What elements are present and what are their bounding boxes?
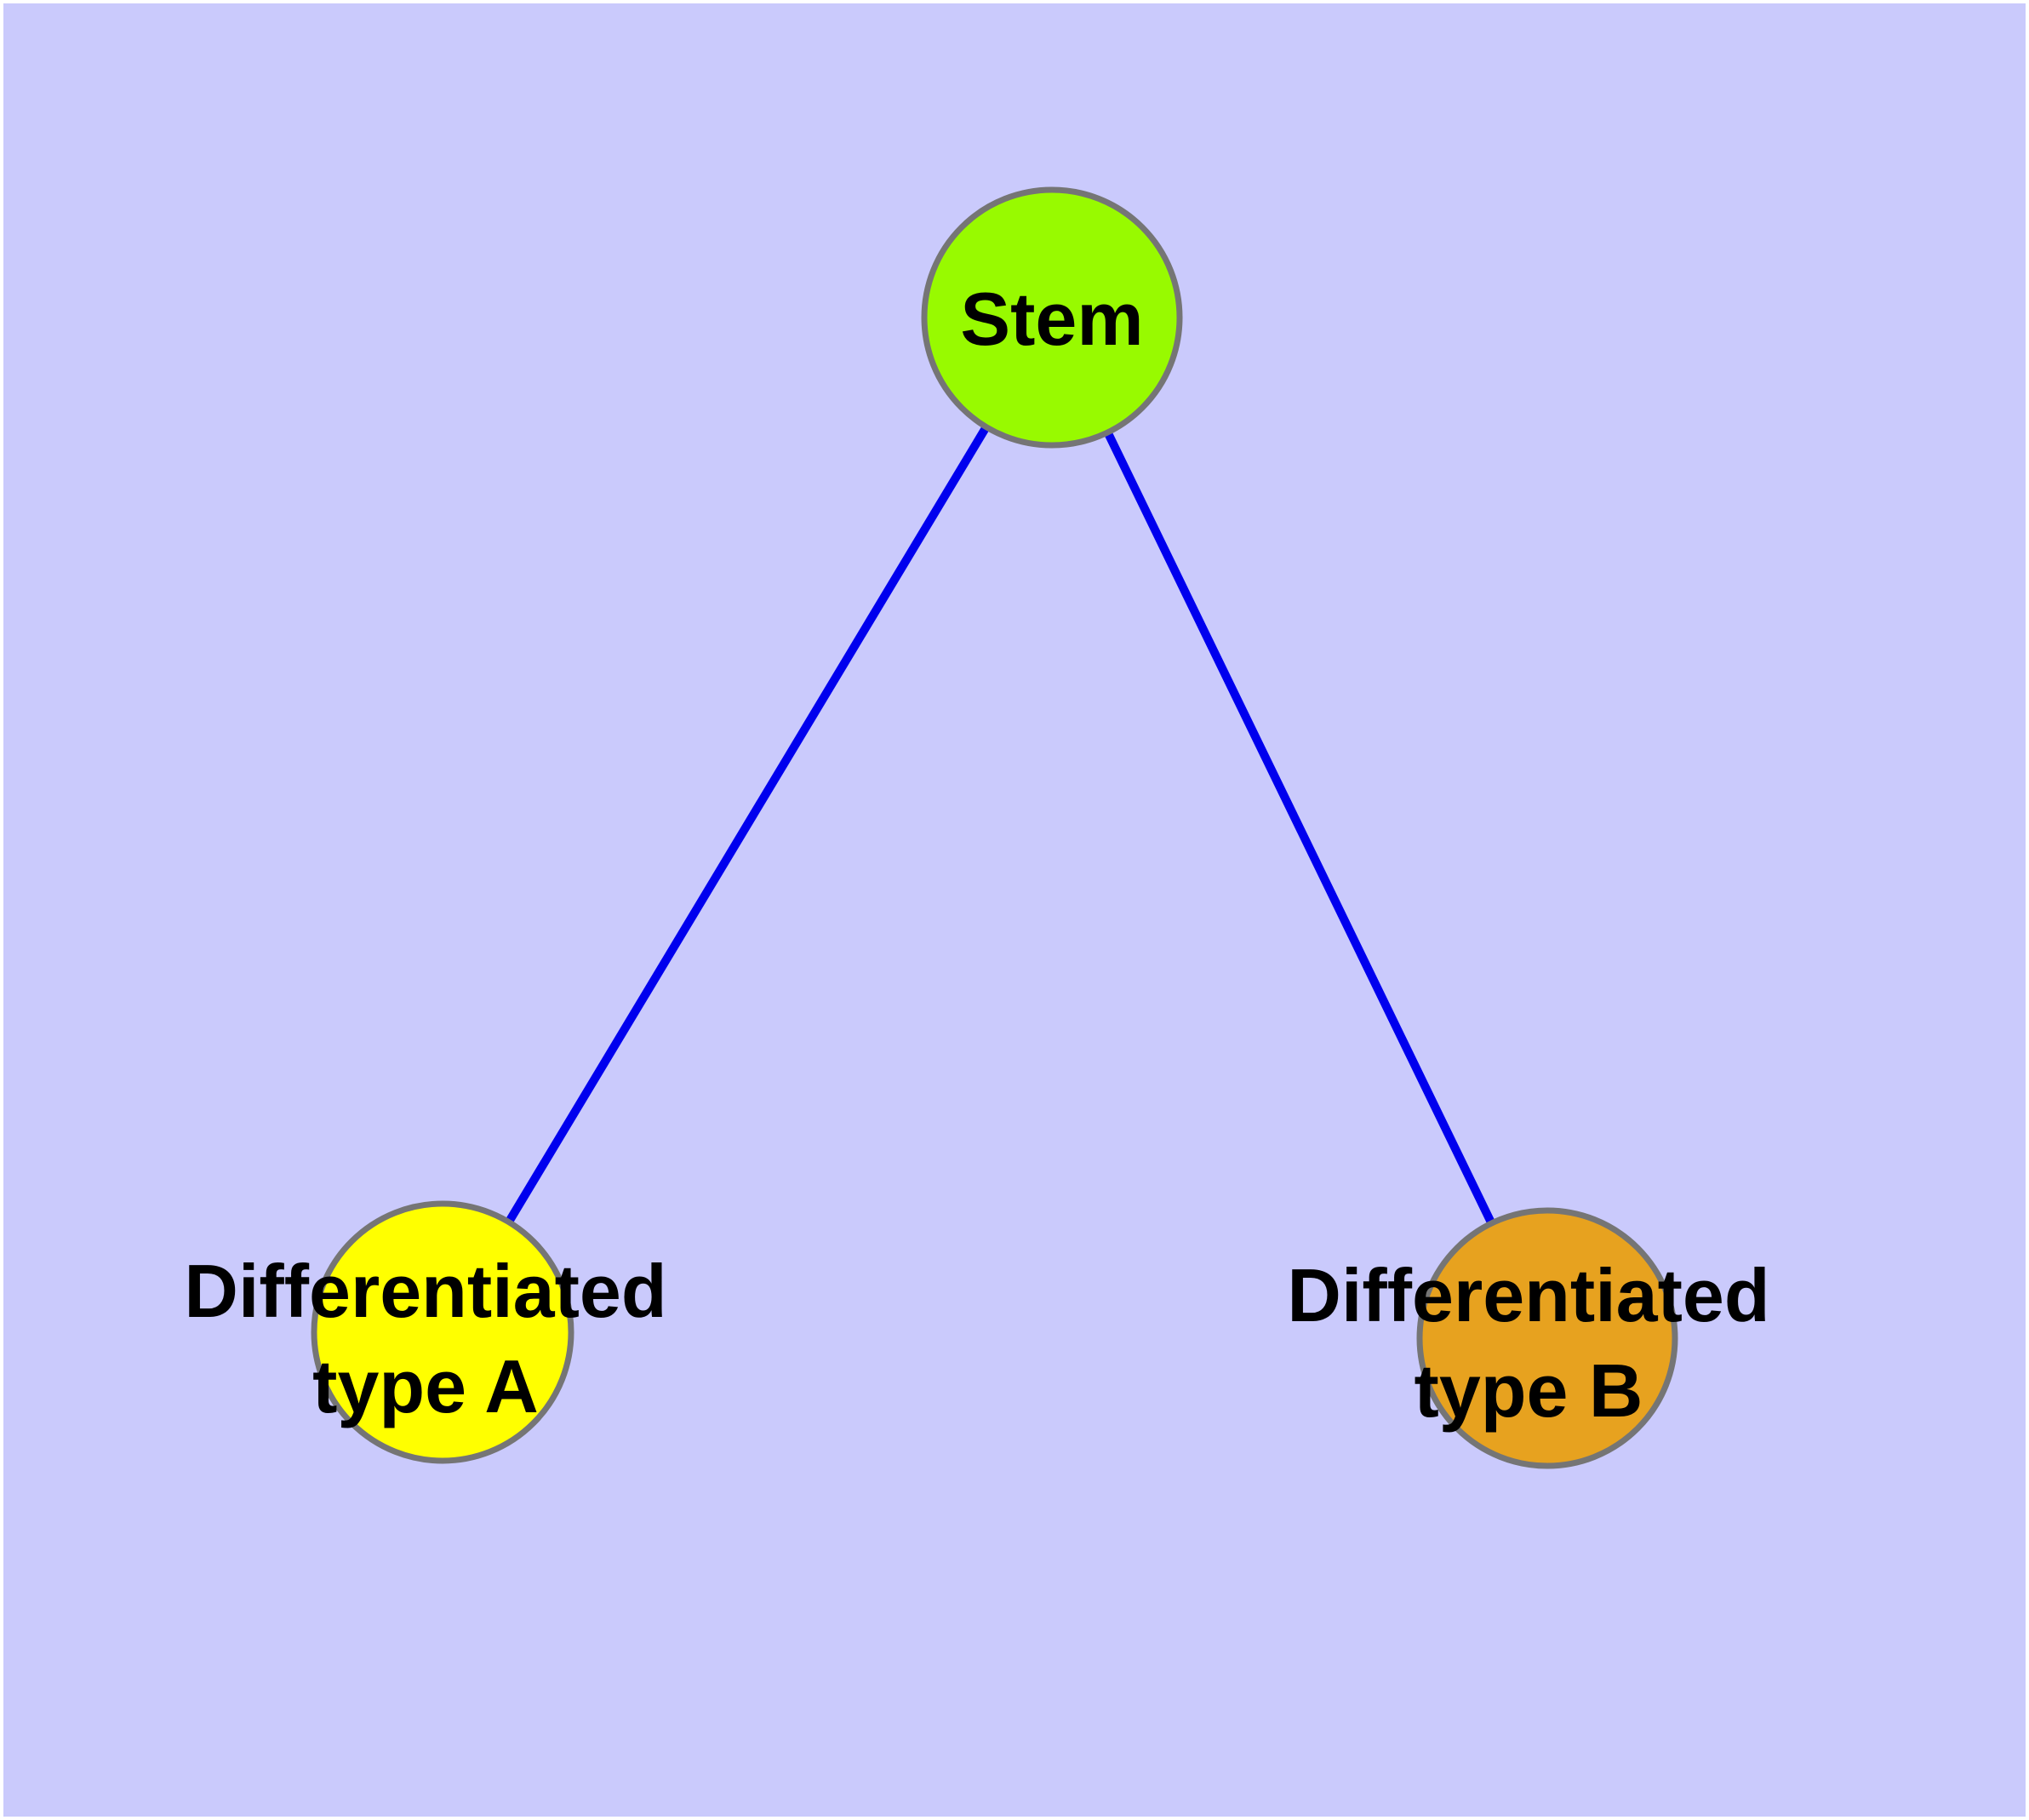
- node-label-line: Stem: [960, 277, 1144, 361]
- edge-stem-to-type-b: [1048, 315, 1552, 1341]
- node-label-type-a: Differentiated type A: [184, 1244, 666, 1434]
- node-label-line: type B: [1414, 1348, 1643, 1433]
- node-type-b[interactable]: [1416, 1207, 1678, 1469]
- node-type-a[interactable]: [311, 1200, 574, 1464]
- node-label-line: type A: [312, 1344, 539, 1428]
- node-label-line: Differentiated: [184, 1249, 667, 1333]
- node-label-line: Differentiated: [1287, 1253, 1770, 1337]
- node-stem[interactable]: [921, 186, 1183, 449]
- node-label-type-b: Differentiated type B: [1287, 1248, 1769, 1439]
- node-label-stem: Stem: [960, 272, 1143, 367]
- edge-stem-to-type-a: [438, 315, 1056, 1335]
